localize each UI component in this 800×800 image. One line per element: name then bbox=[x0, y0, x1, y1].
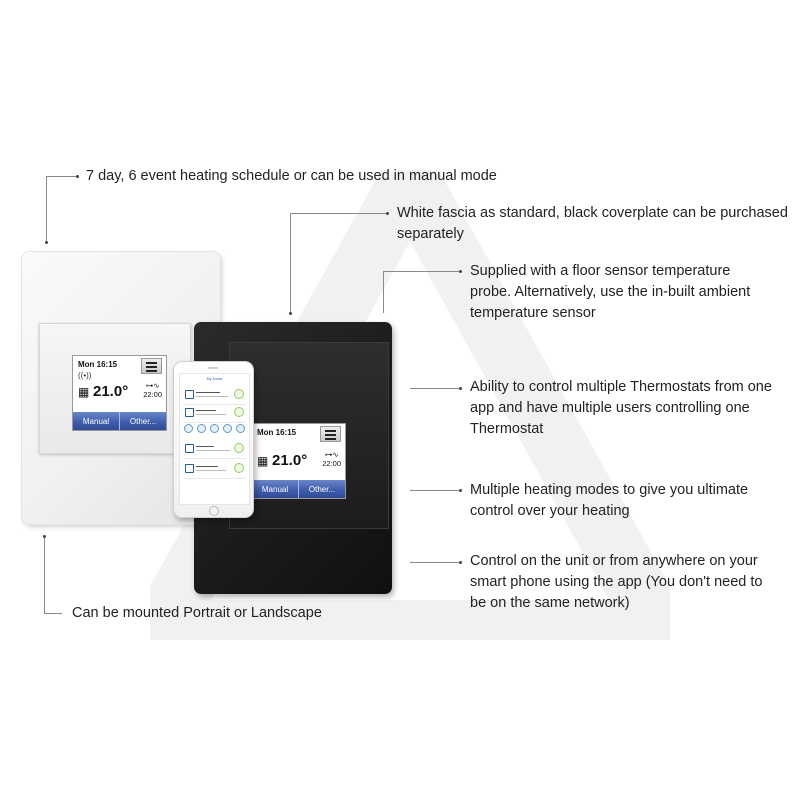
callout-control-line-2: smart phone using the app (You don't nee… bbox=[470, 574, 763, 590]
zone-name-line bbox=[196, 466, 218, 467]
callout-multi-line-1: Ability to control multiple Thermostats … bbox=[470, 379, 772, 395]
callout-schedule: 7 day, 6 event heating schedule or can b… bbox=[86, 168, 497, 184]
phone-camera bbox=[208, 367, 218, 369]
smartphone: My Zones bbox=[173, 361, 254, 518]
schedule-leader-dot bbox=[76, 175, 79, 178]
callout-multi-line-3: Thermostat bbox=[470, 421, 544, 437]
calendar-icon: ▦ bbox=[78, 385, 90, 399]
white-screen-temperature: 21.0° bbox=[93, 383, 129, 400]
control-leader bbox=[410, 562, 460, 563]
zone-temperature-badge bbox=[234, 407, 244, 417]
fascia-leader-vertical bbox=[290, 213, 291, 313]
callout-sensor-line-2: probe. Alternatively, use the in-built a… bbox=[470, 284, 751, 300]
schedule-leader-vertical bbox=[46, 176, 47, 242]
zone-name-line bbox=[196, 410, 216, 411]
phone-app-screen: My Zones bbox=[179, 373, 250, 505]
zone-name-line bbox=[196, 392, 220, 393]
schedule-icon: ⊶∿ 22:00 bbox=[143, 381, 162, 399]
multi-leader-dot bbox=[459, 387, 462, 390]
black-screen-button-bar: Manual Other... bbox=[252, 480, 345, 498]
mounting-leader-end-dot bbox=[43, 535, 46, 538]
calendar-icon: ▦ bbox=[257, 454, 269, 468]
modes-leader-dot bbox=[459, 489, 462, 492]
manual-button[interactable]: Manual bbox=[261, 484, 289, 494]
phone-home-button[interactable] bbox=[209, 506, 219, 516]
callout-fascia-line-1: White fascia as standard, black coverpla… bbox=[397, 205, 788, 221]
black-thermostat-screen: Mon 16:15 ▦ 21.0° ⊶∿ 22:00 Manual Other.… bbox=[251, 423, 346, 499]
schedule-icon: ⊶∿ 22:00 bbox=[322, 450, 341, 468]
callout-sensor: Supplied with a floor sensor temperature… bbox=[470, 261, 750, 324]
fascia-leader-horizontal bbox=[290, 213, 386, 214]
control-leader-dot bbox=[459, 561, 462, 564]
callout-multi-line-2: app and have multiple users controlling … bbox=[470, 400, 750, 416]
mode-circle-icon[interactable] bbox=[236, 424, 245, 433]
schedule-leader-end-dot bbox=[45, 241, 48, 244]
white-thermostat-screen: Mon 16:15 ((•)) ▦ 21.0° ⊶∿ 22:00 Manual … bbox=[72, 355, 167, 431]
black-screen-schedule-time: 22:00 bbox=[322, 459, 341, 468]
callout-control-line-1: Control on the unit or from anywhere on … bbox=[470, 553, 758, 569]
other-button[interactable]: Other... bbox=[119, 412, 166, 430]
menu-icon[interactable] bbox=[320, 426, 341, 442]
zone-calendar-icon bbox=[185, 464, 194, 473]
black-screen-time: Mon 16:15 bbox=[257, 428, 297, 437]
black-thermostat-module: Mon 16:15 ▦ 21.0° ⊶∿ 22:00 Manual Other.… bbox=[229, 342, 389, 529]
black-screen-temperature: 21.0° bbox=[272, 452, 308, 469]
zone-detail-line bbox=[196, 396, 228, 397]
wifi-icon: ((•)) bbox=[78, 371, 92, 380]
manual-button[interactable]: Manual bbox=[82, 416, 110, 426]
callout-modes: Multiple heating modes to give you ultim… bbox=[470, 480, 748, 522]
callout-modes-line-1: Multiple heating modes to give you ultim… bbox=[470, 482, 749, 498]
callout-fascia-line-2: separately bbox=[397, 226, 464, 242]
app-mode-buttons bbox=[184, 424, 245, 434]
callout-modes-line-2: control over your heating bbox=[470, 503, 630, 519]
mounting-leader-vertical bbox=[44, 536, 45, 613]
app-zone-row[interactable] bbox=[183, 460, 246, 479]
sensor-leader-horizontal bbox=[383, 271, 459, 272]
schedule-leader-horizontal bbox=[46, 176, 76, 177]
white-screen-time: Mon 16:15 bbox=[78, 360, 118, 369]
mode-circle-icon[interactable] bbox=[197, 424, 206, 433]
callout-multi: Ability to control multiple Thermostats … bbox=[470, 377, 772, 440]
callout-sensor-line-1: Supplied with a floor sensor temperature bbox=[470, 263, 731, 279]
zone-temperature-badge bbox=[234, 443, 244, 453]
app-zone-row[interactable] bbox=[183, 386, 246, 405]
mode-circle-icon[interactable] bbox=[184, 424, 193, 433]
callout-mounting: Can be mounted Portrait or Landscape bbox=[72, 605, 322, 621]
app-zone-row[interactable] bbox=[183, 440, 246, 459]
white-screen-button-bar: Manual Other... bbox=[73, 412, 166, 430]
mounting-leader-horizontal bbox=[44, 613, 62, 614]
mode-circle-icon[interactable] bbox=[210, 424, 219, 433]
sensor-leader-dot bbox=[459, 270, 462, 273]
zone-calendar-icon bbox=[185, 390, 194, 399]
zone-detail-line bbox=[196, 450, 230, 451]
app-zone-row[interactable] bbox=[183, 404, 246, 423]
zone-temperature-badge bbox=[234, 463, 244, 473]
white-thermostat-module: Mon 16:15 ((•)) ▦ 21.0° ⊶∿ 22:00 Manual … bbox=[39, 323, 191, 454]
callout-control: Control on the unit or from anywhere on … bbox=[470, 551, 762, 614]
modes-leader bbox=[410, 490, 460, 491]
mode-circle-icon[interactable] bbox=[223, 424, 232, 433]
zone-calendar-icon bbox=[185, 408, 194, 417]
callout-control-line-3: be on the same network) bbox=[470, 595, 630, 611]
callout-fascia: White fascia as standard, black coverpla… bbox=[397, 203, 788, 245]
other-button[interactable]: Other... bbox=[298, 480, 345, 498]
white-thermostat-fascia: Mon 16:15 ((•)) ▦ 21.0° ⊶∿ 22:00 Manual … bbox=[22, 252, 220, 524]
fascia-leader-dot bbox=[386, 212, 389, 215]
zone-temperature-badge bbox=[234, 389, 244, 399]
zone-calendar-icon bbox=[185, 444, 194, 453]
zone-detail-line bbox=[196, 470, 226, 471]
sensor-leader-vertical bbox=[383, 271, 384, 313]
zone-name-line bbox=[196, 446, 214, 447]
app-title: My Zones bbox=[206, 377, 223, 381]
fascia-leader-end-dot bbox=[289, 312, 292, 315]
menu-icon[interactable] bbox=[141, 358, 162, 374]
zone-detail-line bbox=[196, 414, 226, 415]
multi-leader bbox=[410, 388, 460, 389]
white-screen-schedule-time: 22:00 bbox=[143, 390, 162, 399]
callout-sensor-line-3: temperature sensor bbox=[470, 305, 596, 321]
